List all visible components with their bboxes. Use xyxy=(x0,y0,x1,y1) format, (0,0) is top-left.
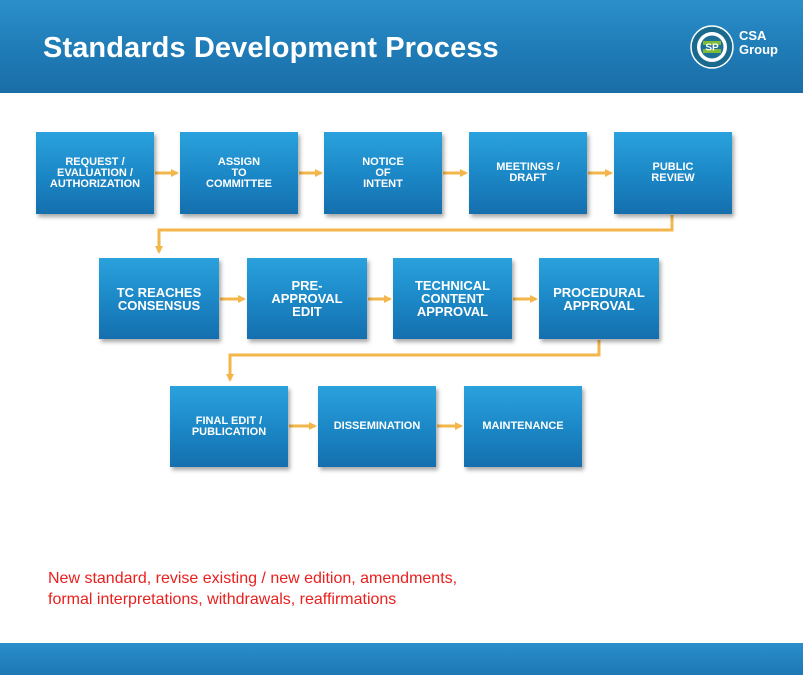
step-notice-of-intent: NOTICE OF INTENT xyxy=(324,132,442,214)
step-meetings-draft: MEETINGS / DRAFT xyxy=(469,132,587,214)
footer-bar xyxy=(0,643,803,675)
step-technical-content-approval: TECHNICAL CONTENT APPROVAL xyxy=(393,258,512,339)
step-pre-approval-edit: PRE- APPROVAL EDIT xyxy=(247,258,367,339)
step-assign-to-committee: ASSIGN TO COMMITTEE xyxy=(180,132,298,214)
scope-note: New standard, revise existing / new edit… xyxy=(48,568,648,610)
step-procedural-approval: PROCEDURAL APPROVAL xyxy=(539,258,659,339)
step-dissemination: DISSEMINATION xyxy=(318,386,436,467)
csa-group-logo: SP CSA Group xyxy=(689,24,799,76)
header-bar: Standards Development Process SP CSA Gro… xyxy=(0,0,803,93)
step-public-review: PUBLIC REVIEW xyxy=(614,132,732,214)
page-title: Standards Development Process xyxy=(43,32,499,64)
step-request-evaluation-authorization: REQUEST / EVALUATION / AUTHORIZATION xyxy=(36,132,154,214)
step-tc-reaches-consensus: TC REACHES CONSENSUS xyxy=(99,258,219,339)
logo-text-group: Group xyxy=(739,42,778,57)
svg-text:SP: SP xyxy=(705,43,719,54)
logo-text-csa: CSA xyxy=(739,28,767,43)
arrow-wrap-row1-row2 xyxy=(155,215,674,254)
scope-note-line-1: New standard, revise existing / new edit… xyxy=(48,570,458,587)
csa-logo-icon: SP xyxy=(690,25,734,69)
step-maintenance: MAINTENANCE xyxy=(464,386,582,467)
arrow-wrap-row2-row3 xyxy=(226,340,601,382)
step-final-edit-publication: FINAL EDIT / PUBLICATION xyxy=(170,386,288,467)
scope-note-line-2: formal interpretations, withdrawals, rea… xyxy=(48,591,397,608)
